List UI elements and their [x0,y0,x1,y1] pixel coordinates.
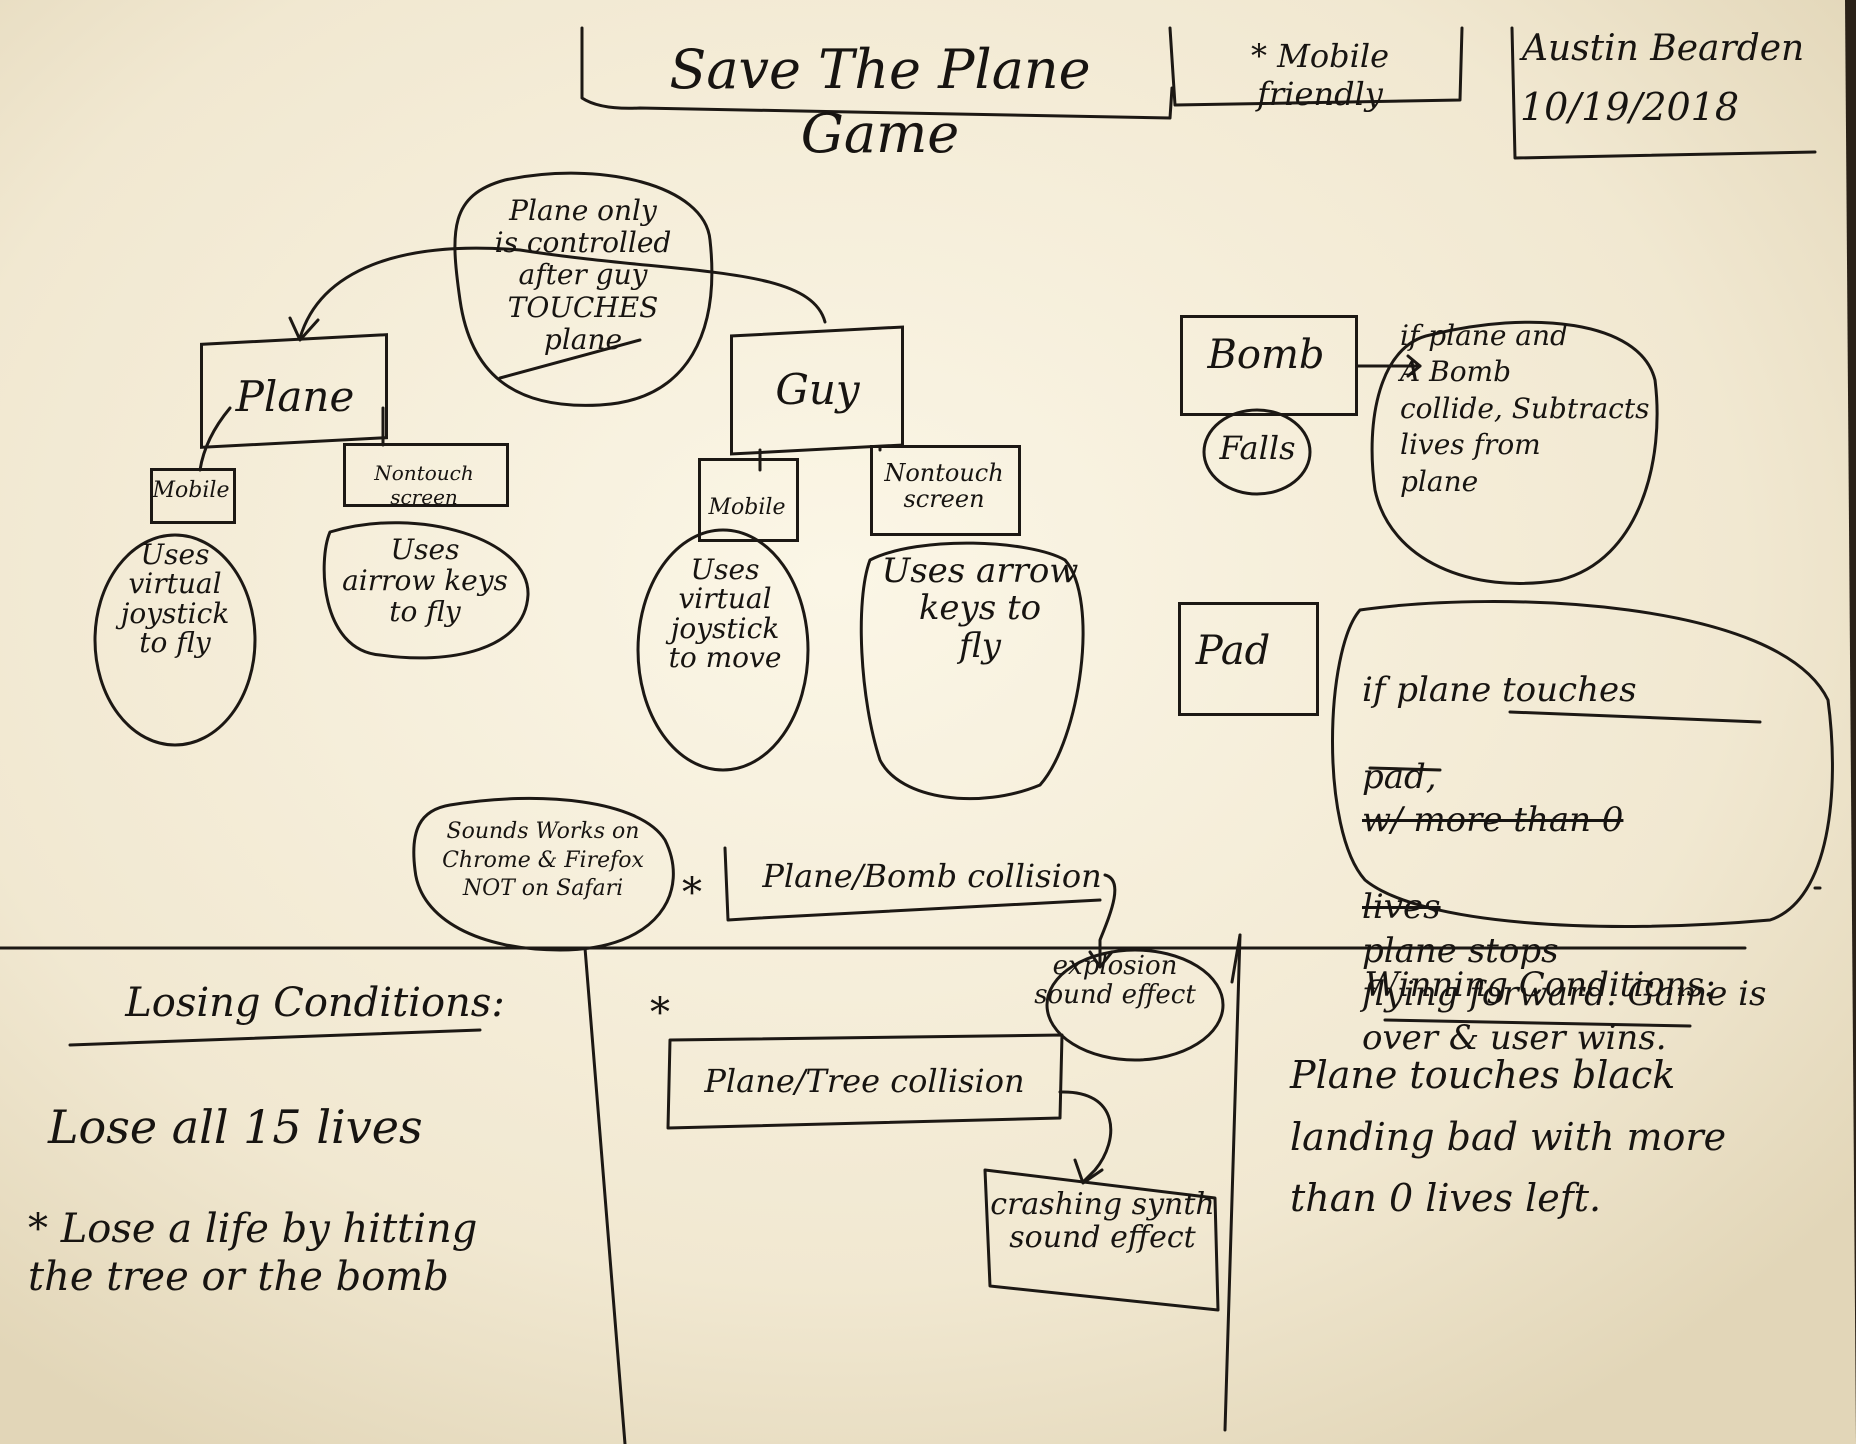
plane-mobile-label: Mobile [152,478,230,503]
author-name: Austin Bearden [1522,28,1805,69]
guy-mobile-desc: Uses virtual joystick to move [668,553,782,675]
game-title: Save The Plane Game [669,38,1091,165]
plane-label: Plane [235,372,355,421]
explosion-sound: explosion sound effect [1034,951,1196,1010]
guy-mobile-box [698,458,799,542]
plane-nontouch-label: Nontouch screen [374,461,474,509]
explosion-bubble [1045,948,1225,1062]
note-bubble [453,171,714,407]
falls-bubble [1202,408,1312,496]
pad-rule-rest: plane stops flying forward. Game is over… [1362,930,1767,1058]
bomb-label: Bomb [1207,332,1325,378]
plane-nontouch-desc: Uses airrow keys to fly [342,533,508,628]
control-note: Plane only is controlled after guy TOUCH… [494,194,672,356]
pad-rule-struck-2: lives [1362,887,1441,928]
guy-label: Guy [775,365,860,414]
pad-label: Pad [1195,628,1271,674]
guy-mobile-label: Mobile [708,495,786,520]
guy-nontouch-box [870,445,1021,536]
mobile-friendly-note: * Mobile friendly [1250,37,1390,113]
pad-rule-line2: pad, [1362,756,1437,797]
guy-nontouch-label: Nontouch screen [884,459,1004,514]
losing-line1: Lose all 15 lives [48,1100,423,1154]
guy-nontouch-bubble [859,541,1085,801]
sound-note: Sounds Works on Chrome & Firefox NOT on … [442,819,644,902]
pad-rule-line1: if plane touches [1362,669,1637,710]
pad-rule: if plane touches pad, w/ more than 0 liv… [1362,625,1822,1060]
plane-bomb-collision: Plane/Bomb collision [762,857,1102,895]
guy-nontouch-desc: Uses arrow keys to fly [881,551,1079,666]
plane-nontouch-bubble [322,521,530,660]
losing-title: Losing Conditions: [125,980,505,1026]
date-text: 10/19/2018 [1520,85,1740,129]
winning-text: Plane touches black landing bad with mor… [1290,1053,1727,1221]
plane-nontouch-box [343,443,509,507]
bomb-rule: if plane and A Bomb collide, Subtracts l… [1400,319,1650,498]
plane-mobile-box [150,468,236,524]
pad-box [1178,602,1319,716]
bomb-rule-bubble [1370,320,1659,585]
falls-label: Falls [1219,429,1296,467]
plane-mobile-bubble [93,533,257,747]
plane-tree-collision: Plane/Tree collision [704,1062,1025,1100]
pad-rule-bubble [1331,600,1834,929]
plane-tree-asterisk: * [650,990,670,1036]
losing-line2: * Lose a life by hitting the tree or the… [28,1206,478,1300]
bomb-box [1180,315,1358,416]
pad-rule-struck-1: w/ more than 0 [1362,800,1624,841]
plane-bomb-asterisk: * [682,870,702,916]
crashing-sound: crashing synth sound effect [990,1187,1215,1255]
guy-to-plane-arrow [298,246,827,340]
plane-mobile-desc: Uses virtual joystick to fly [120,538,230,660]
winning-title: Winning Conditions: [1364,965,1716,1005]
guy-mobile-bubble [636,528,810,772]
